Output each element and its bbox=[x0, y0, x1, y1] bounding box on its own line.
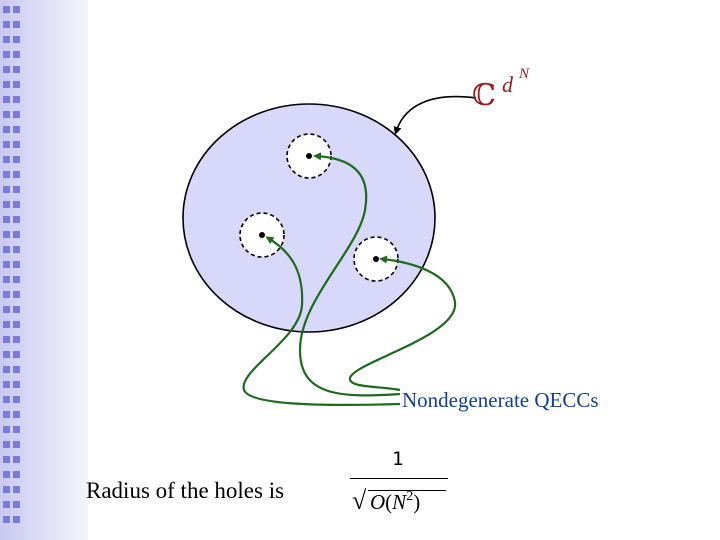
space-label-arrow bbox=[393, 95, 477, 135]
sidebar-bullet bbox=[13, 441, 20, 448]
sidebar-bullet bbox=[3, 366, 10, 373]
sidebar-bullet bbox=[3, 6, 10, 13]
sidebar-bullet bbox=[13, 321, 20, 328]
sidebar-bullet bbox=[3, 141, 10, 148]
sidebar-bullet bbox=[3, 156, 10, 163]
hole-2-center bbox=[259, 232, 265, 238]
radius-formula: 1 √ O(N2) bbox=[350, 448, 450, 528]
sidebar-bullet bbox=[13, 231, 20, 238]
sidebar-bullet bbox=[3, 351, 10, 358]
sidebar-bullet bbox=[13, 201, 20, 208]
sidebar-bullet bbox=[3, 396, 10, 403]
formula-var: N bbox=[392, 490, 407, 514]
sidebar-bullet bbox=[13, 171, 20, 178]
space-label-exponent-base: d bbox=[502, 72, 513, 97]
sidebar-bullet bbox=[13, 141, 20, 148]
sidebar-bullet bbox=[13, 411, 20, 418]
sidebar-bullet bbox=[13, 186, 20, 193]
sidebar-bullet bbox=[3, 426, 10, 433]
sidebar-bullet bbox=[13, 21, 20, 28]
sidebar-bullet bbox=[13, 156, 20, 163]
sidebar-bullet bbox=[3, 66, 10, 73]
sidebar-bullet bbox=[3, 276, 10, 283]
sidebar-bullet bbox=[13, 306, 20, 313]
sidebar-bullet bbox=[3, 246, 10, 253]
sidebar-bullet bbox=[13, 471, 20, 478]
sidebar-bullet bbox=[13, 246, 20, 253]
sidebar-bullet bbox=[3, 186, 10, 193]
sidebar-bullet bbox=[13, 501, 20, 508]
sidebar-bullet bbox=[3, 111, 10, 118]
sidebar-bullet bbox=[3, 231, 10, 238]
qecc-label: Nondegenerate QECCs bbox=[402, 388, 599, 412]
sidebar-bullet bbox=[13, 336, 20, 343]
sidebar-bullet bbox=[3, 261, 10, 268]
sidebar-bullet bbox=[3, 336, 10, 343]
sidebar-bullet bbox=[13, 126, 20, 133]
sidebar-bullet bbox=[13, 351, 20, 358]
sidebar-bullet bbox=[13, 291, 20, 298]
sidebar-bullet bbox=[13, 456, 20, 463]
sidebar-bullet bbox=[3, 321, 10, 328]
sidebar-bullet bbox=[13, 81, 20, 88]
sidebar-bullet bbox=[13, 36, 20, 43]
sidebar-bullet bbox=[3, 51, 10, 58]
sidebar-bullet bbox=[3, 441, 10, 448]
sidebar-bullet bbox=[3, 201, 10, 208]
space-label-exponent-power: N bbox=[519, 66, 530, 82]
formula-close-paren: ) bbox=[413, 490, 421, 514]
formula-radical: √ bbox=[352, 486, 367, 515]
sidebar-bullet bbox=[13, 426, 20, 433]
sidebar-bullet bbox=[3, 471, 10, 478]
qecc-arrow-to-hole-3 bbox=[348, 255, 457, 392]
formula-func: O bbox=[370, 490, 386, 514]
formula-exponent: 2 bbox=[406, 489, 414, 504]
sidebar-bullet bbox=[3, 81, 10, 88]
qecc-arrow-to-hole-1 bbox=[298, 152, 401, 397]
sidebar-bullet bbox=[13, 66, 20, 73]
sidebar-bullet bbox=[3, 381, 10, 388]
sidebar-bullet bbox=[13, 261, 20, 268]
sidebar-bullet bbox=[3, 291, 10, 298]
sidebar-bullet bbox=[13, 51, 20, 58]
sidebar-bullet bbox=[13, 381, 20, 388]
formula-open-paren: ( bbox=[385, 490, 393, 514]
sidebar-bullet bbox=[13, 216, 20, 223]
formula-fraction-bar bbox=[350, 478, 448, 479]
sidebar-bullet bbox=[13, 111, 20, 118]
sidebar-bullet bbox=[3, 456, 10, 463]
hole-1-center bbox=[306, 153, 312, 159]
sidebar-bullet bbox=[3, 306, 10, 313]
sidebar-bullet bbox=[13, 366, 20, 373]
sidebar-bullet bbox=[13, 6, 20, 13]
sidebar-bullet bbox=[13, 516, 20, 523]
space-label-base: ℂ bbox=[472, 79, 496, 112]
sidebar-bullet bbox=[3, 171, 10, 178]
hole-3-center bbox=[373, 256, 379, 262]
sidebar-bullet bbox=[3, 516, 10, 523]
slide-sidebar bbox=[0, 0, 88, 540]
formula-numerator: 1 bbox=[392, 448, 404, 470]
radius-caption: Radius of the holes is bbox=[86, 478, 285, 503]
sidebar-bullet bbox=[3, 96, 10, 103]
sidebar-bullet bbox=[3, 501, 10, 508]
sidebar-bullet bbox=[3, 21, 10, 28]
formula-radical-bar bbox=[368, 490, 446, 491]
formula-denominator: O(N2) bbox=[370, 489, 421, 515]
qecc-arrow-to-hole-2 bbox=[242, 236, 401, 406]
sidebar-bullet bbox=[3, 126, 10, 133]
sidebar-bullet bbox=[13, 486, 20, 493]
sidebar-bullet bbox=[13, 396, 20, 403]
sidebar-bullet bbox=[3, 411, 10, 418]
sidebar-bullet bbox=[3, 36, 10, 43]
sidebar-bullet bbox=[13, 96, 20, 103]
sidebar-bullet bbox=[3, 486, 10, 493]
sidebar-bullet bbox=[13, 276, 20, 283]
sidebar-bullet bbox=[3, 216, 10, 223]
hilbert-space-label: ℂ d N bbox=[472, 66, 529, 113]
